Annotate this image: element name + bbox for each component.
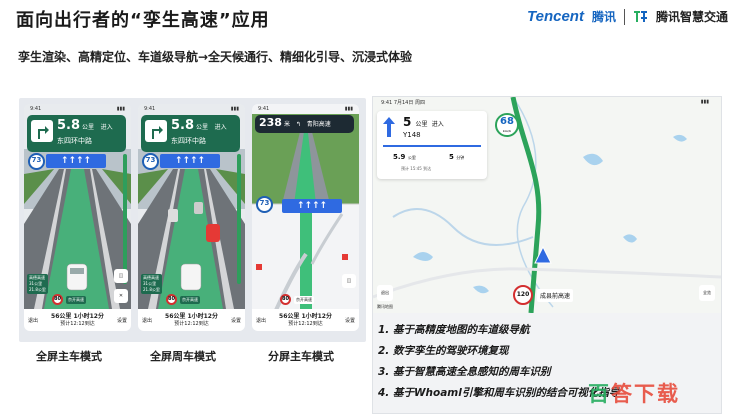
bottom-bar: 退出 56公里 1小时12分预计12:12到达 设置 <box>24 309 131 331</box>
brand-divider <box>623 8 625 25</box>
lane-guidance: ↑↑↑↑ <box>282 199 342 213</box>
turn-right-arrow-icon <box>145 120 167 142</box>
caption-fullscreen-ego: 全屏主车模式 <box>36 350 102 363</box>
feature-list: 1. 基于高精度地图的车道级导航 2. 数字孪生的驾驶环境复现 3. 基于智慧高… <box>378 320 619 404</box>
current-speed: 73 <box>256 196 273 213</box>
remaining-km: 5.9 公里 <box>393 153 416 161</box>
map-road-label: 成县前高速 <box>537 289 574 302</box>
exit-button[interactable]: 退出 <box>256 317 267 324</box>
tencent-cn-logo: 腾讯 <box>591 10 616 24</box>
eta-info: 56公里 1小时12分预计12:12到达 <box>279 312 332 327</box>
status-time: 9:41 <box>258 106 270 112</box>
road-tag: 京开高速 <box>66 296 86 304</box>
split-scene <box>252 104 359 331</box>
watermark: 百答下载 <box>588 382 680 406</box>
map-overview-button[interactable]: 全览 <box>699 285 715 301</box>
close-route-button[interactable]: ✕ <box>114 289 128 303</box>
feature-item: 1. 基于高精度地图的车道级导航 <box>378 324 530 336</box>
battery-icon: ▮▮▮ <box>700 99 709 105</box>
lane-guidance: ↑↑↑↑ <box>160 154 220 168</box>
exit-button[interactable]: 退出 <box>142 317 153 324</box>
bottom-bar: 退出 56公里 1小时12分预计12:12到达 设置 <box>138 309 245 331</box>
route-progress-bar <box>237 154 241 284</box>
settings-button[interactable]: 设置 <box>116 317 127 324</box>
map-speed-limit-sign: 120 <box>513 285 533 305</box>
road-tag: 京开高速 <box>294 296 314 304</box>
caption-split-ego: 分屏主车模式 <box>268 350 334 363</box>
layer-button[interactable]: ◫ <box>114 269 128 283</box>
map-nav-card: 5 公里 进入 Y148 5.9 公里 5 分钟 预计 15:45 到达 <box>377 111 487 179</box>
lane-guidance: ↑↑↑↑ <box>46 154 106 168</box>
feature-item: 2. 数字孪生的驾驶环境复现 <box>378 345 509 357</box>
battery-icon: ▮▮▮ <box>344 106 353 112</box>
settings-button[interactable]: 设置 <box>230 317 241 324</box>
turn-right-arrow-icon <box>31 120 53 142</box>
page-title: 面向出行者的“孪生高速”应用 <box>16 10 270 31</box>
road-tag: 京开高速 <box>180 296 200 304</box>
eta-info: 56公里 1小时12分预计12:12到达 <box>51 312 104 327</box>
bottom-bar: 退出 56公里 1小时12分预计12:12到达 设置 <box>252 309 359 331</box>
map-progress-line <box>383 145 481 147</box>
status-time: 9:41 <box>144 106 156 112</box>
brand-bar: Tencent 腾讯 腾讯智慧交通 <box>527 8 728 25</box>
current-speed: 73 <box>28 153 45 170</box>
status-time: 9:41 <box>30 106 42 112</box>
feature-item: 4. 基于Whoaml引擎和周车识别的结合可视化指导 <box>378 387 620 399</box>
speed-limit-sign: 80 <box>280 294 291 305</box>
layer-button[interactable]: ◫ <box>342 274 356 288</box>
tablet-map-panel: 9:41 7月14日 周四▮▮▮ 5 公里 进入 Y148 5.9 公里 5 分… <box>372 96 722 414</box>
eta-info: 56公里 1小时12分预计12:12到达 <box>165 312 218 327</box>
next-road-name: 东四环中路 <box>57 137 92 145</box>
route-progress-bar <box>123 154 127 284</box>
settings-button[interactable]: 设置 <box>344 317 355 324</box>
battery-icon: ▮▮▮ <box>230 106 239 112</box>
exit-button[interactable]: 退出 <box>28 317 39 324</box>
turn-left-arrow-icon: ↰ <box>295 121 301 128</box>
tablet-status-bar: 9:41 7月14日 周四▮▮▮ <box>381 99 709 106</box>
speed-limit-sign: 80 <box>166 294 177 305</box>
straight-arrow-icon <box>383 117 395 137</box>
arrival-time: 预计 15:45 到达 <box>401 166 432 171</box>
partner-name: 腾讯智慧交通 <box>655 10 728 24</box>
caption-fullscreen-surrounding: 全屏周车模式 <box>150 350 216 363</box>
tencent-logo: Tencent <box>527 8 584 25</box>
battery-icon: ▮▮▮ <box>116 106 125 112</box>
current-speed: 73 <box>142 153 159 170</box>
next-road-name: 东四环中路 <box>171 137 206 145</box>
remaining-time: 5 分钟 <box>449 153 465 161</box>
map-brand: 腾讯地图 <box>377 304 393 309</box>
map-turn-distance: 5 公里 进入 <box>403 115 444 129</box>
smart-traffic-logo-icon <box>633 9 648 24</box>
map-exit-button[interactable]: 退出 <box>377 285 393 301</box>
map-road-name: Y148 <box>403 131 421 139</box>
page-subtitle: 孪生渲染、高精定位、车道级导航→全天候通行、精细化引导、沉浸式体验 <box>18 50 413 64</box>
feature-item: 3. 基于智慧高速全息感知的周车识别 <box>378 366 551 378</box>
speed-limit-sign: 80 <box>52 294 63 305</box>
